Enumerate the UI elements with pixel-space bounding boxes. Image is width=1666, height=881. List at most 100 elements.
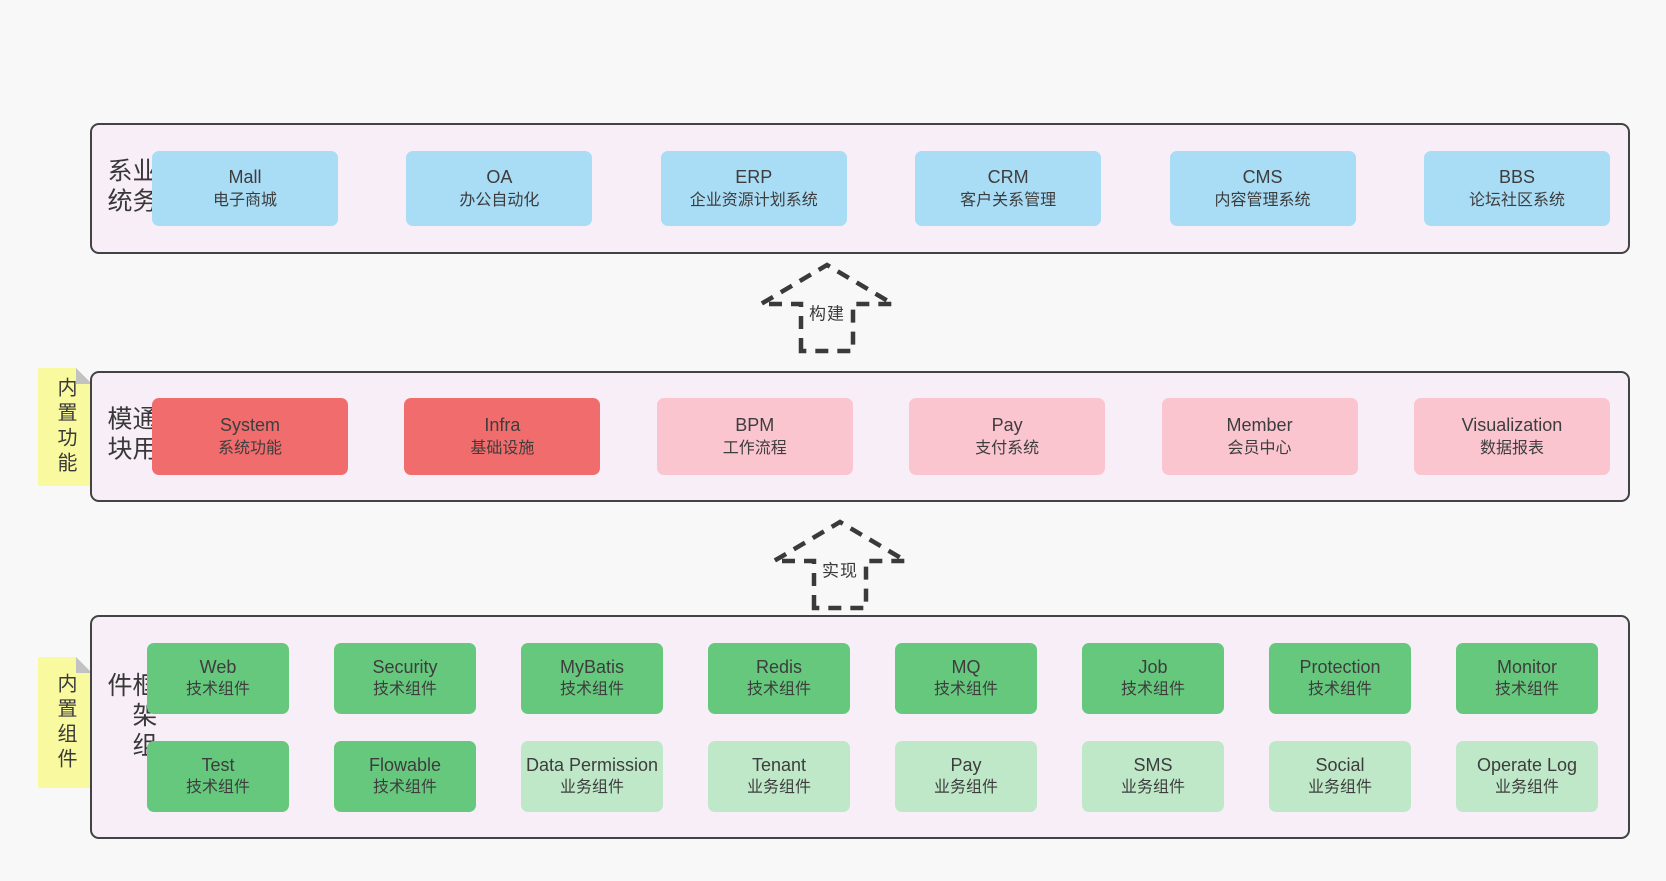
module-box-job: Job 技术组件 — [1082, 642, 1224, 714]
box-subtitle: 业务组件 — [933, 779, 998, 797]
module-box-crm: CRM 客户关系管理 — [915, 151, 1102, 226]
arrow-implement-label: 实现 — [818, 555, 862, 583]
module-box-data-permission: Data Permission 业务组件 — [521, 740, 663, 812]
module-box-security: Security 技术组件 — [334, 642, 476, 714]
sticky-note-builtin-components: 内置组件 — [38, 657, 92, 788]
module-box-operate-log: Operate Log 业务组件 — [1456, 740, 1598, 812]
box-subtitle: 工作流程 — [722, 439, 787, 457]
box-title: Flowable — [368, 754, 442, 775]
box-title: BPM — [735, 415, 775, 436]
module-box-oa: OA 办公自动化 — [406, 151, 593, 226]
arrow-build-label: 构建 — [805, 298, 849, 326]
box-title: Job — [1138, 656, 1168, 677]
box-title: CRM — [987, 167, 1029, 188]
box-subtitle: 论坛社区系统 — [1468, 191, 1565, 209]
module-box-test: Test 技术组件 — [147, 740, 289, 812]
box-subtitle: 技术组件 — [1120, 681, 1185, 699]
module-box-infra: Infra 基础设施 — [404, 398, 601, 475]
box-subtitle: 业务组件 — [559, 779, 624, 797]
module-box-bbs: BBS 论坛社区系统 — [1423, 151, 1610, 226]
box-subtitle: 会员中心 — [1227, 439, 1292, 457]
box-subtitle: 内容管理系统 — [1214, 191, 1311, 209]
module-box-member: Member 会员中心 — [1161, 398, 1358, 475]
arrow-build: 构建 — [752, 258, 902, 355]
box-subtitle: 系统功能 — [217, 439, 282, 457]
box-subtitle: 办公自动化 — [459, 191, 540, 209]
box-title: Security — [372, 656, 438, 677]
box-title: BBS — [1498, 167, 1535, 188]
box-subtitle: 业务组件 — [1494, 779, 1559, 797]
box-title: Tenant — [751, 754, 807, 775]
box-title: OA — [486, 167, 513, 188]
module-box-pay: Pay 支付系统 — [909, 398, 1106, 475]
box-title: MyBatis — [559, 656, 624, 677]
box-title: Protection — [1299, 656, 1381, 677]
module-box-protection: Protection 技术组件 — [1269, 642, 1411, 714]
box-subtitle: 企业资源计划系统 — [689, 191, 818, 209]
module-box-web: Web 技术组件 — [147, 642, 289, 714]
box-subtitle: 技术组件 — [185, 779, 250, 797]
box-title: Web — [199, 656, 237, 677]
box-title: SMS — [1133, 754, 1173, 775]
box-title: ERP — [735, 167, 773, 188]
module-box-flowable: Flowable 技术组件 — [334, 740, 476, 812]
common-modules-rows: System 系统功能 Infra 基础设施 BPM 工作流程 Pay 支付系统 Member 会… — [152, 373, 1610, 500]
box-subtitle: 技术组件 — [559, 681, 624, 699]
box-title: Test — [201, 754, 235, 775]
box-subtitle: 客户关系管理 — [960, 191, 1057, 209]
box-title: Monitor — [1496, 656, 1558, 677]
arrow-build-shape — [752, 262, 902, 354]
box-subtitle: 技术组件 — [372, 779, 437, 797]
layer-business-systems-label: 业务系统 — [104, 156, 157, 217]
box-title: Social — [1315, 754, 1365, 775]
module-box-mq: MQ 技术组件 — [895, 642, 1037, 714]
module-box-erp: ERP 企业资源计划系统 — [660, 151, 847, 226]
box-title: Data Permission — [525, 754, 659, 775]
box-subtitle: 技术组件 — [746, 681, 811, 699]
module-box-redis: Redis 技术组件 — [708, 642, 850, 714]
box-subtitle: 基础设施 — [470, 439, 535, 457]
box-subtitle: 业务组件 — [746, 779, 811, 797]
box-subtitle: 技术组件 — [185, 681, 250, 699]
box-title: System — [219, 415, 280, 436]
arrow-implement-shape — [765, 519, 915, 611]
box-title: Mall — [228, 167, 262, 188]
box-title: Pay — [950, 754, 982, 775]
module-box-mybatis: MyBatis 技术组件 — [521, 642, 663, 714]
box-row: System 系统功能 Infra 基础设施 BPM 工作流程 Pay 支付系统 Member 会… — [152, 398, 1610, 475]
box-title: Member — [1226, 415, 1293, 436]
sticky-note-builtin-features: 内置功能 — [38, 368, 92, 486]
box-subtitle: 支付系统 — [975, 439, 1040, 457]
box-title: Infra — [484, 415, 521, 436]
box-title: Redis — [755, 656, 803, 677]
module-box-visualization: Visualization 数据报表 — [1413, 398, 1610, 475]
module-box-bpm: BPM 工作流程 — [656, 398, 853, 475]
module-box-tenant: Tenant 业务组件 — [708, 740, 850, 812]
box-title: Pay — [991, 415, 1023, 436]
arrow-implement: 实现 — [765, 515, 915, 612]
box-subtitle: 业务组件 — [1120, 779, 1185, 797]
module-box-cms: CMS 内容管理系统 — [1169, 151, 1356, 226]
box-title: CMS — [1242, 167, 1283, 188]
box-subtitle: 数据报表 — [1479, 439, 1544, 457]
box-title: Visualization — [1461, 415, 1563, 436]
box-subtitle: 技术组件 — [1307, 681, 1372, 699]
box-title: MQ — [951, 656, 981, 677]
box-subtitle: 技术组件 — [372, 681, 437, 699]
module-box-system: System 系统功能 — [152, 398, 348, 475]
box-subtitle: 业务组件 — [1307, 779, 1372, 797]
box-subtitle: 技术组件 — [933, 681, 998, 699]
module-box-social: Social 业务组件 — [1269, 740, 1411, 812]
box-title: Operate Log — [1476, 754, 1578, 775]
module-box-sms: SMS 业务组件 — [1082, 740, 1224, 812]
